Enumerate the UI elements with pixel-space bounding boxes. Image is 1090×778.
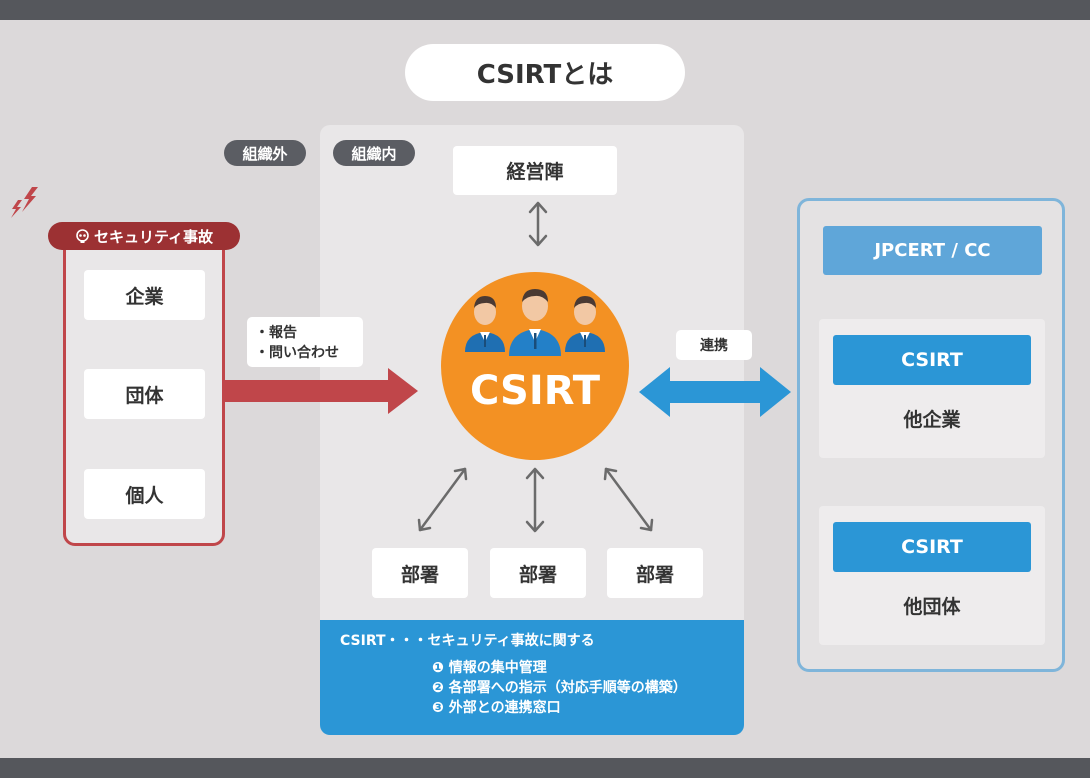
department-box-2: 部署	[490, 548, 586, 598]
cooperation-bubble: 連携	[676, 330, 752, 360]
skull-icon	[75, 228, 90, 244]
source-box-company: 企業	[84, 270, 205, 320]
department-box-3: 部署	[607, 548, 703, 598]
external-card-badge: CSIRT	[833, 335, 1031, 385]
incident-label: セキュリティ事故	[93, 227, 214, 246]
cooperation-arrow	[639, 367, 791, 417]
management-link-arrow	[528, 201, 548, 247]
external-card-company: CSIRT 他企業	[819, 319, 1045, 458]
note-item-1: ❶ 情報の集中管理	[432, 660, 547, 676]
bottom-bar	[0, 758, 1090, 778]
department-link-arrow-center	[525, 467, 545, 533]
report-bubble: ・報告 ・問い合わせ	[247, 317, 363, 367]
team-icon	[465, 289, 605, 356]
note-item-3: ❸ 外部との連携窓口	[432, 700, 561, 716]
jpcert-box: JPCERT / CC	[823, 226, 1042, 275]
department-link-arrow-right	[603, 467, 654, 532]
tag-outside: 組織外	[224, 140, 306, 166]
report-line-2: ・問い合わせ	[255, 345, 339, 361]
management-box: 経営陣	[453, 146, 617, 195]
lightning-icon	[11, 187, 38, 218]
department-box-1: 部署	[372, 548, 468, 598]
report-arrow	[225, 368, 418, 414]
top-bar	[0, 0, 1090, 20]
csirt-note: CSIRT・・・セキュリティ事故に関する ❶ 情報の集中管理 ❷ 各部署への指示…	[320, 620, 744, 735]
external-card-label: 他団体	[903, 596, 961, 618]
note-heading: CSIRT・・・セキュリティ事故に関する	[340, 633, 595, 649]
incident-badge: セキュリティ事故	[48, 222, 240, 250]
csirt-circle: CSIRT	[441, 272, 629, 460]
note-item-2: ❷ 各部署への指示（対応手順等の構築）	[432, 680, 687, 696]
external-card-group: CSIRT 他団体	[819, 506, 1045, 645]
tag-inside: 組織内	[333, 140, 415, 166]
report-line-1: ・報告	[255, 325, 297, 341]
page-title: CSIRTとは	[405, 44, 685, 101]
source-box-group: 団体	[84, 369, 205, 419]
source-box-individual: 個人	[84, 469, 205, 519]
csirt-label: CSIRT	[469, 368, 601, 414]
external-card-badge: CSIRT	[833, 522, 1031, 572]
department-link-arrow-left	[417, 467, 468, 532]
external-card-label: 他企業	[903, 409, 961, 431]
